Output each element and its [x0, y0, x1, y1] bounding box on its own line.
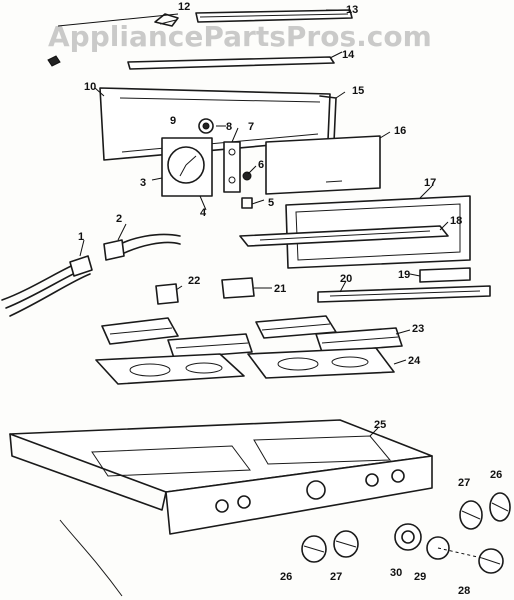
part-19-light-assembly[interactable]: [419, 267, 471, 283]
part-12-bracket[interactable]: [154, 13, 179, 27]
part-20-manifold[interactable]: [317, 285, 491, 303]
part-1-wire-harness[interactable]: [1, 255, 93, 317]
part-27-knob-right[interactable]: [459, 500, 483, 530]
callout-3: 3: [140, 177, 146, 189]
callout-2: 2: [116, 213, 122, 225]
part-3-clock[interactable]: [161, 137, 213, 197]
callout-19: 19: [398, 269, 410, 281]
callout-5: 5: [268, 197, 274, 209]
part-30-knob[interactable]: [394, 523, 422, 551]
callout-21: 21: [274, 283, 286, 295]
callout-7: 7: [248, 121, 254, 133]
part-6-switch[interactable]: [242, 171, 252, 181]
callout-26-right: 26: [490, 469, 502, 481]
part-14-rail[interactable]: [127, 56, 335, 70]
part-24-burner-pans[interactable]: [95, 347, 395, 385]
part-16-panel-face[interactable]: [265, 135, 381, 195]
callout-4: 4: [200, 207, 207, 219]
callout-30: 30: [390, 567, 402, 579]
callout-25: 25: [374, 419, 386, 431]
callout-24: 24: [408, 355, 421, 367]
callout-10: 10: [84, 81, 96, 93]
callout-6: 6: [258, 159, 264, 171]
callout-12: 12: [178, 1, 190, 13]
part-8-timer-knob[interactable]: [198, 118, 214, 134]
callout-27-right: 27: [458, 477, 470, 489]
callout-16: 16: [394, 125, 406, 137]
part-26-knob[interactable]: [301, 535, 327, 563]
callout-8: 8: [226, 121, 232, 133]
part-11-screw[interactable]: [47, 55, 61, 67]
part-22-bracket[interactable]: [155, 283, 179, 305]
callout-13: 13: [346, 4, 358, 16]
part-2-wire-harness[interactable]: [103, 233, 181, 261]
part-13-trim-strip[interactable]: [195, 9, 353, 23]
part-23-grates[interactable]: [101, 315, 403, 359]
part-5-clip[interactable]: [241, 197, 253, 209]
callout-22: 22: [188, 275, 200, 287]
callout-17: 17: [424, 177, 436, 189]
part-25-cooktop[interactable]: [9, 419, 433, 597]
callout-26: 26: [280, 571, 292, 583]
part-18-trim-bar[interactable]: [239, 225, 449, 247]
callout-14: 14: [342, 49, 355, 61]
callout-20: 20: [340, 273, 352, 285]
part-7-switch-plate[interactable]: [223, 141, 241, 193]
watermark: AppliancePartsPros.com: [48, 20, 432, 53]
callout-29: 29: [414, 571, 426, 583]
callout-9: 9: [170, 115, 176, 127]
part-27-knob[interactable]: [333, 530, 359, 558]
callout-15: 15: [352, 85, 364, 97]
part-26-knob-right[interactable]: [489, 492, 511, 522]
callout-18: 18: [450, 215, 462, 227]
callout-28: 28: [458, 585, 470, 597]
part-28-knob[interactable]: [437, 547, 504, 574]
part-21-bracket[interactable]: [221, 277, 255, 299]
callout-27: 27: [330, 571, 342, 583]
callout-1: 1: [78, 231, 84, 243]
callout-23: 23: [412, 323, 424, 335]
